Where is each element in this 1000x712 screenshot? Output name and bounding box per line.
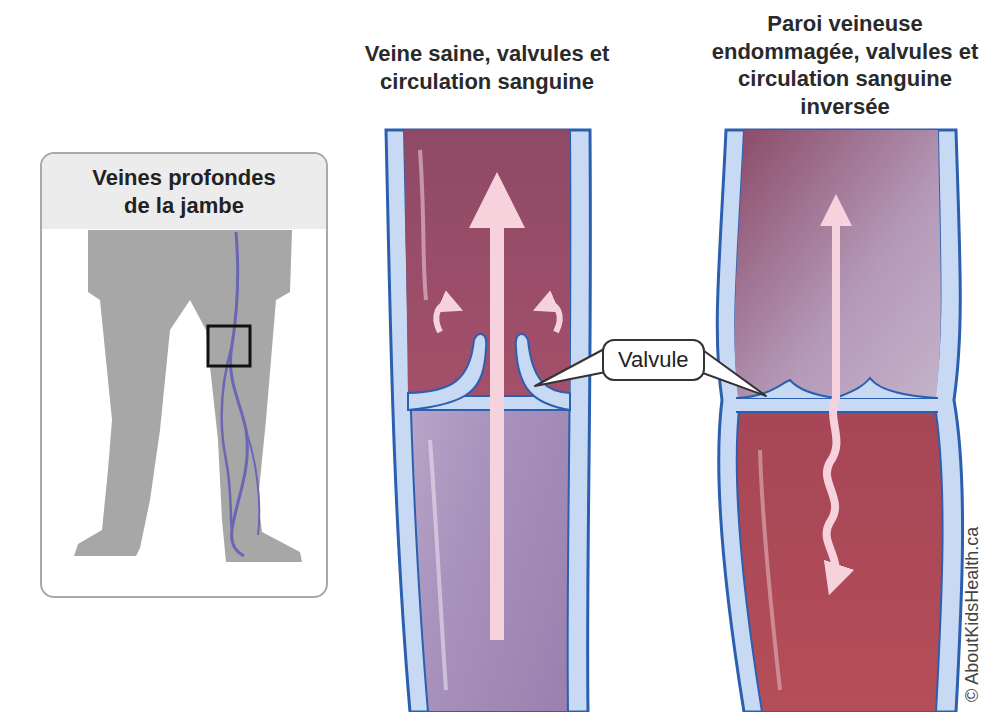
vein-title: Veine saine, valvules et circulation san… — [337, 40, 637, 95]
copyright-watermark: © AboutKidsHealth.ca — [962, 527, 984, 702]
inset-panel: Veines profondes de la jambe — [40, 152, 328, 598]
healthy-vein — [386, 130, 590, 712]
callout-bubble: Valvule — [602, 339, 705, 381]
vein-title: Paroi veineuse endommagée, valvules et c… — [700, 10, 990, 120]
leg-silhouette — [74, 230, 302, 562]
panel-heading: Veines profondes de la jambe — [42, 154, 326, 229]
callout-text: Valvule — [618, 347, 689, 373]
callout-pointer — [535, 348, 766, 396]
damaged-vein — [717, 130, 962, 712]
